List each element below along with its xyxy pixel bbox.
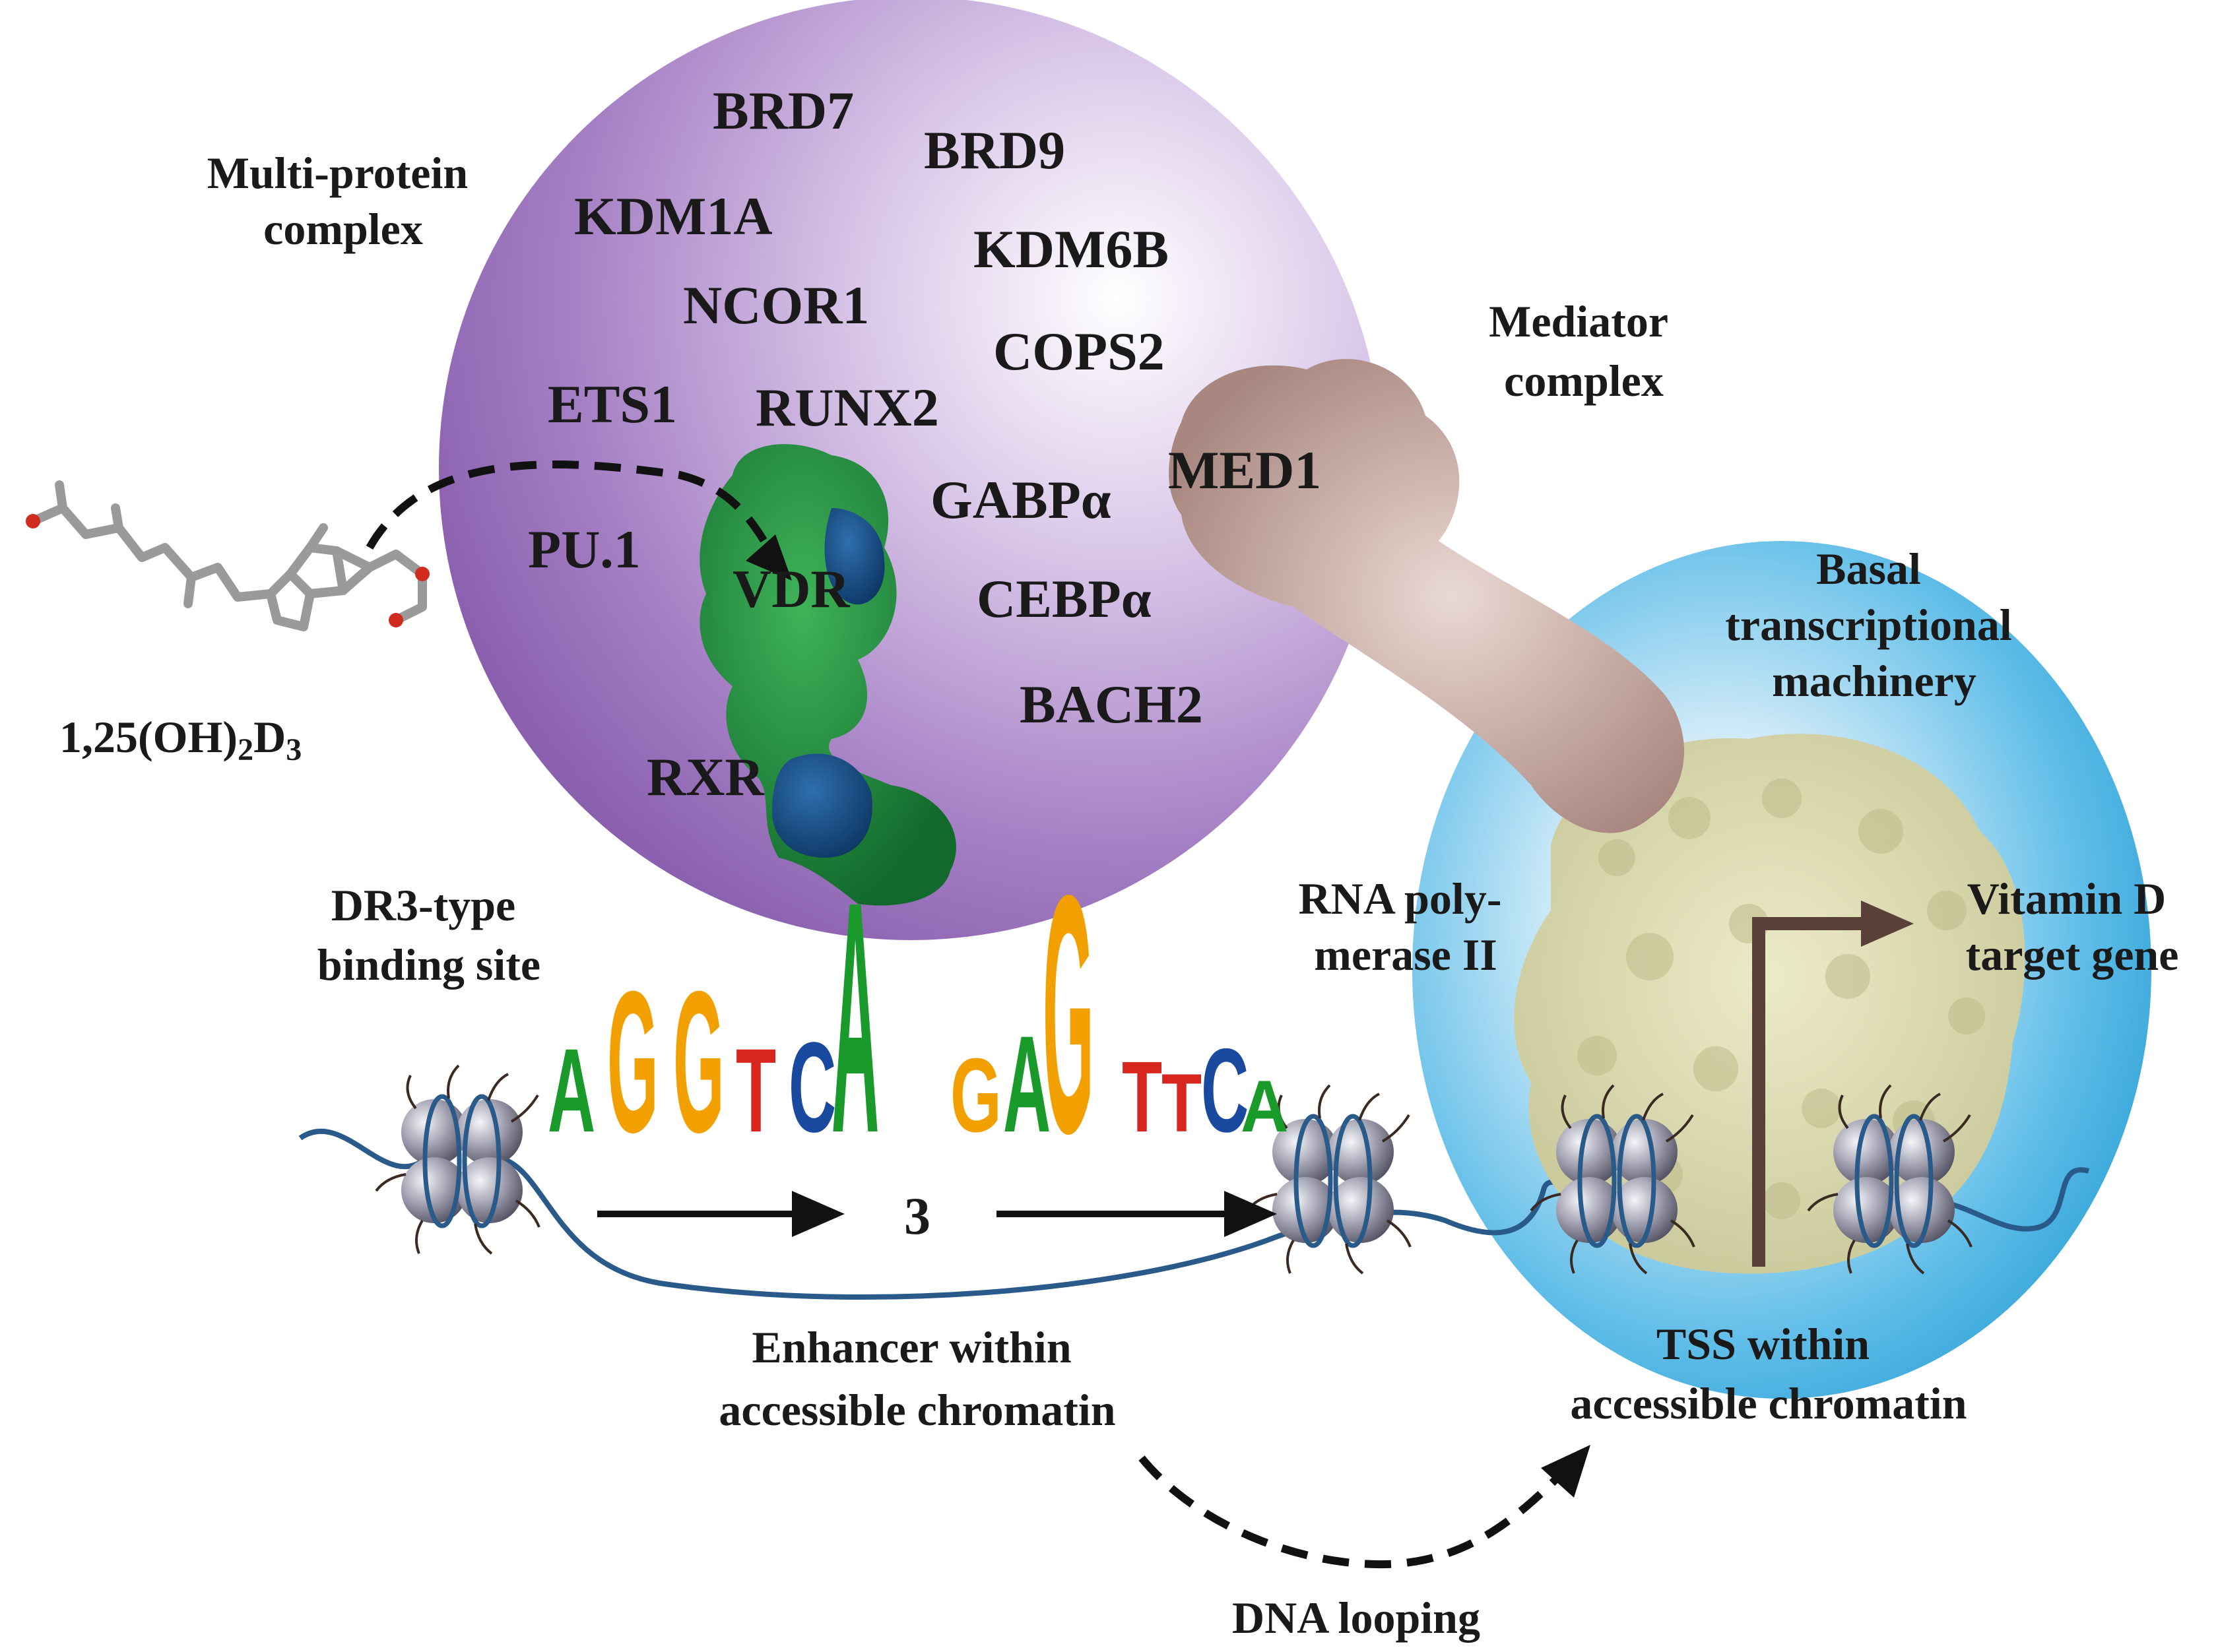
protein-cops2: COPS2 (993, 321, 1165, 381)
rna-polymerase-label: RNA poly- merase II (1299, 874, 1513, 980)
ligand-binding-arrowhead (746, 534, 792, 581)
protein-cebpa: CEBPα (977, 569, 1151, 629)
mediator-label: Mediator complex (1489, 296, 1679, 406)
motif-letter-half2-6: C (1201, 1024, 1249, 1157)
spacer-label: 3 (904, 1188, 930, 1246)
dr3-site-label: DR3-type binding site (317, 880, 540, 990)
protein-vdr: VDR (733, 559, 850, 619)
protein-brd7: BRD7 (713, 80, 854, 141)
motif-letter-half1-4: T (736, 1024, 776, 1157)
basal-machinery-label: Basal transcriptional machinery (1725, 544, 2023, 706)
motif-letter-half1-5: C (789, 1015, 836, 1159)
motif-letter-half1-3: G (673, 949, 725, 1174)
multi-protein-complex-sphere (439, 0, 1383, 940)
ligand-molecule (26, 480, 430, 631)
motif-letter-half1-2: G (607, 949, 659, 1174)
protein-ncor1: NCOR1 (683, 275, 869, 335)
dna-looping-label: DNA looping (1232, 1593, 1480, 1643)
half-site-2-arrowhead (1224, 1191, 1277, 1237)
protein-brd9: BRD9 (924, 120, 1065, 180)
dna-looping-arrow (1138, 1455, 1567, 1569)
protein-kdm6b: KDM6B (973, 219, 1169, 279)
tss-label: TSS within accessible chromatin (1570, 1319, 1967, 1428)
labels: Multi-protein complex Mediator complex M… (59, 148, 2178, 1643)
med1-label: MED1 (1168, 440, 1321, 500)
motif-letter-half1-6: A (832, 834, 879, 1201)
half-site-1-arrowhead (792, 1191, 845, 1237)
protein-gabpa: GABPα (930, 470, 1111, 530)
tss-arrow (1752, 917, 1868, 1267)
protein-runx2: RUNX2 (756, 377, 939, 437)
motif-letter-half2-5: T (1161, 1057, 1202, 1149)
protein-kdm1a: KDM1A (574, 186, 773, 246)
motif-letter-half2-2: A (1003, 1007, 1051, 1160)
protein-ets1: ETS1 (548, 374, 677, 434)
protein-pu1: PU.1 (528, 519, 641, 579)
ligand-label: 1,25(OH)2D3 (59, 712, 302, 767)
dna-looping-arrowhead (1541, 1445, 1590, 1498)
enhancer-label: Enhancer within accessible chromatin (719, 1322, 1115, 1435)
ligand-binding-arrow (366, 461, 776, 557)
multi-protein-label: Multi-protein complex (207, 148, 479, 254)
protein-bach2: BACH2 (1020, 674, 1203, 734)
motif-letter-half2-1: G (950, 1036, 1002, 1155)
target-gene-label: Vitamin D target gene (1966, 874, 2179, 980)
motif-letter-half2-3: G (1043, 825, 1094, 1203)
motif-letter-half2-4: T (1122, 1041, 1162, 1153)
protein-names: BRD7 BRD9 KDM1A KDM6B NCOR1 COPS2 ETS1 R… (528, 80, 1203, 807)
motif-letter-half1-1: A (548, 1024, 595, 1157)
tss-arrowhead (1861, 901, 1914, 947)
protein-rxr: RXR (647, 747, 764, 807)
mediator-complex (1169, 359, 1685, 833)
nucleosome-1 (376, 1065, 539, 1254)
motif-letter-half2-7: A (1241, 1065, 1288, 1147)
